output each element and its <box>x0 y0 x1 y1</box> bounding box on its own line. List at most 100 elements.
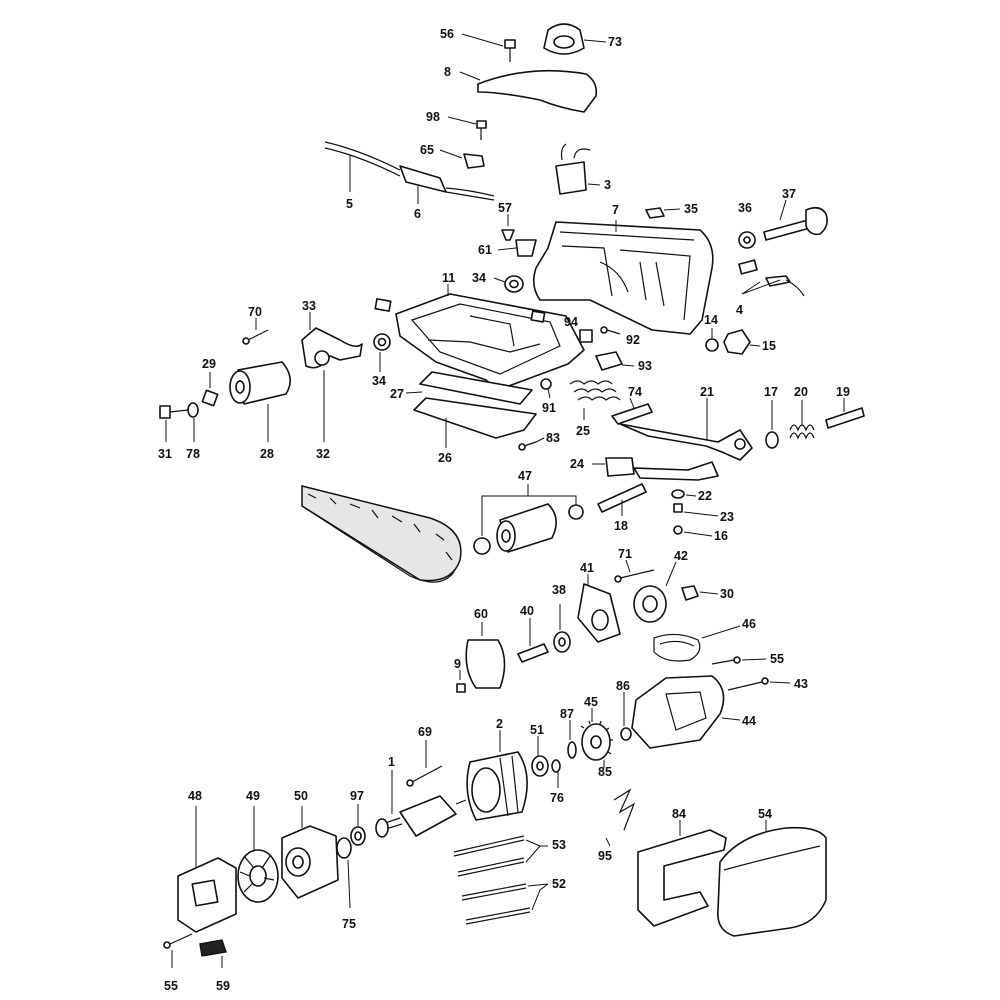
label-9: 9 <box>454 657 461 671</box>
label-92: 92 <box>626 333 640 347</box>
label-33: 33 <box>302 299 316 313</box>
label-78: 78 <box>186 447 200 461</box>
part-25-spring <box>569 380 621 420</box>
part-50-end-cap <box>281 806 339 899</box>
label-86: 86 <box>616 679 630 693</box>
label-19: 19 <box>836 385 850 399</box>
part-75-washer <box>336 837 352 909</box>
label-56: 56 <box>440 27 454 41</box>
label-29: 29 <box>202 357 216 371</box>
label-61: 61 <box>478 243 492 257</box>
part-78-washer <box>187 402 199 442</box>
part-20-spring <box>789 400 815 440</box>
label-74: 74 <box>628 385 642 399</box>
part-55-screw-top <box>711 656 767 665</box>
label-32: 32 <box>316 447 330 461</box>
part-number-labels: 56 73 8 98 65 3 5 6 57 35 7 37 36 61 34 … <box>158 27 850 993</box>
label-55-bottom: 55 <box>164 979 178 993</box>
part-31-bolt <box>159 405 189 442</box>
part-87-washer <box>567 720 577 759</box>
label-84: 84 <box>672 807 686 821</box>
part-35-nut <box>645 207 681 219</box>
label-49: 49 <box>246 789 260 803</box>
label-25: 25 <box>576 424 590 438</box>
label-8: 8 <box>444 65 451 79</box>
label-3: 3 <box>604 178 611 192</box>
part-34-bearing-left <box>373 333 391 372</box>
part-37-drive-shaft <box>763 199 828 241</box>
part-17-circlip <box>765 400 779 449</box>
part-46-drive-belt <box>653 625 741 662</box>
part-26-base-plate <box>413 397 537 448</box>
label-44: 44 <box>742 714 756 728</box>
label-71: 71 <box>618 547 632 561</box>
part-2-stator <box>466 730 528 821</box>
part-40-shaft <box>517 618 549 663</box>
part-4-brushes <box>738 259 805 297</box>
part-41-pulley-housing <box>577 574 621 643</box>
part-43-screw <box>727 677 791 691</box>
part-23-screw <box>673 503 719 517</box>
label-7: 7 <box>612 203 619 217</box>
part-27-platen <box>405 371 533 405</box>
part-5-power-cable <box>324 141 401 192</box>
label-37: 37 <box>782 187 796 201</box>
part-34-bearing-top <box>493 275 524 293</box>
label-1: 1 <box>388 755 395 769</box>
label-42: 42 <box>674 549 688 563</box>
part-86-bearing <box>620 692 632 741</box>
label-52: 52 <box>552 877 566 891</box>
part-14-washer <box>705 328 719 352</box>
part-7-housing <box>532 220 714 335</box>
label-43: 43 <box>794 677 808 691</box>
label-20: 20 <box>794 385 808 399</box>
part-92-screw <box>600 326 621 335</box>
part-28-rear-roller <box>229 361 291 442</box>
label-95: 95 <box>598 849 612 863</box>
label-48: 48 <box>188 789 202 803</box>
label-94: 94 <box>564 315 578 329</box>
label-21: 21 <box>700 385 714 399</box>
label-55-top: 55 <box>770 652 784 666</box>
label-27: 27 <box>390 387 404 401</box>
label-15: 15 <box>762 339 776 353</box>
part-30-nut <box>681 585 719 601</box>
label-16: 16 <box>714 529 728 543</box>
label-24: 24 <box>570 457 584 471</box>
part-59-label <box>199 939 227 968</box>
part-45-gear <box>580 708 613 768</box>
part-19-threaded-rod <box>825 398 865 429</box>
part-61-clip <box>497 239 537 257</box>
label-30: 30 <box>720 587 734 601</box>
label-14: 14 <box>704 313 718 327</box>
label-46: 46 <box>742 617 756 631</box>
part-74-plate <box>611 397 653 425</box>
part-52-leads <box>461 883 549 925</box>
part-70-screw <box>242 318 269 345</box>
label-87: 87 <box>560 707 574 721</box>
label-50: 50 <box>294 789 308 803</box>
label-34-top: 34 <box>472 271 486 285</box>
label-75: 75 <box>342 917 356 931</box>
part-91-nut <box>540 378 552 399</box>
part-69-screw <box>406 740 443 787</box>
part-73-knob <box>543 23 607 55</box>
label-18: 18 <box>614 519 628 533</box>
label-97: 97 <box>350 789 364 803</box>
part-44-gear-housing <box>631 675 741 749</box>
label-69: 69 <box>418 725 432 739</box>
label-51: 51 <box>530 723 544 737</box>
part-71-screw <box>614 559 655 583</box>
part-36-washer <box>738 231 756 249</box>
part-54-dust-bag <box>717 820 827 937</box>
part-8-handle <box>459 69 598 113</box>
label-91: 91 <box>542 401 556 415</box>
part-22-washer <box>671 489 697 499</box>
part-53-leads <box>453 835 548 877</box>
label-38: 38 <box>552 583 566 597</box>
label-76: 76 <box>550 791 564 805</box>
label-59: 59 <box>216 979 230 993</box>
label-57: 57 <box>498 201 512 215</box>
label-40: 40 <box>520 604 534 618</box>
label-23: 23 <box>720 510 734 524</box>
